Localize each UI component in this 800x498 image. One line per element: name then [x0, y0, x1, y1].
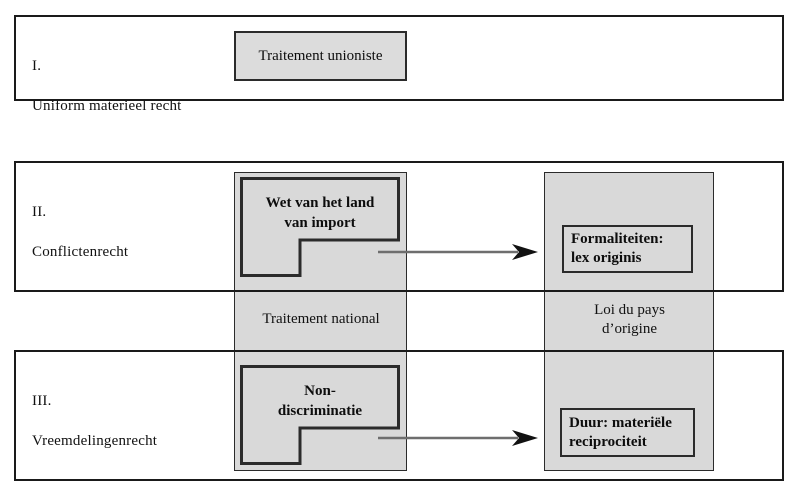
section-label-ii: II. Conflictenrecht	[32, 182, 128, 282]
arrow-right-icon	[378, 430, 538, 446]
section-numeral-i: I.	[32, 58, 42, 74]
notched-box-wet-van-het-land: Wet van het land van import	[240, 177, 400, 279]
section-name-i: Uniform materieel recht	[32, 98, 182, 114]
section-frame-ii	[14, 161, 784, 292]
box-traitement-unioniste: Traitement unioniste	[234, 31, 407, 81]
section-name-ii: Conflictenrecht	[32, 244, 129, 260]
arrow-right-icon	[378, 244, 538, 260]
section-numeral-ii: II.	[32, 204, 47, 220]
arrow-ii-to-formaliteiten	[378, 242, 538, 262]
arrow-iii-to-duur	[378, 428, 538, 448]
section-label-i: I. Uniform materieel recht	[32, 36, 182, 136]
section-frame-i	[14, 15, 784, 101]
section-label-iii: III. Vreemdelingenrecht	[32, 371, 157, 471]
section-numeral-iii: III.	[32, 393, 52, 409]
caption-loi-du-pays-dorigine: Loi du pays d’origine	[594, 302, 665, 337]
section-frame-iii	[14, 350, 784, 481]
caption-traitement-national: Traitement national	[262, 311, 380, 327]
section-name-iii: Vreemdelingenrecht	[32, 433, 158, 449]
notched-polygon-icon	[240, 177, 400, 277]
box-duur-materiele-reciprociteit: Duur: materiële reciprociteit	[560, 408, 695, 457]
notched-polygon-icon	[240, 365, 400, 465]
box-formaliteiten-lex-originis: Formaliteiten: lex originis	[562, 225, 693, 273]
notched-box-non-discriminatie: Non- discriminatie	[240, 365, 400, 467]
